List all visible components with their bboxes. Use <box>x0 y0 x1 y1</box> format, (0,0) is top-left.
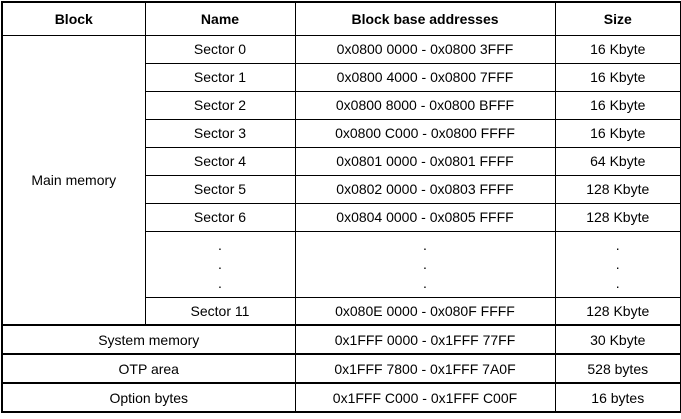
block-name-cell: OTP area <box>1 353 296 384</box>
block-addresses-cell: 0x1FFF 0000 - 0x1FFF 77FF <box>294 324 556 355</box>
sector-addresses-cell: 0x0800 C000 - 0x0800 FFFF <box>294 118 556 148</box>
table-header: Block Name Block base addresses Size <box>1 1 681 36</box>
block-addresses-cell: 0x1FFF 7800 - 0x1FFF 7A0F <box>294 353 556 384</box>
sector-name-cell: Sector 3 <box>144 118 296 148</box>
block-size-cell: 528 bytes <box>554 353 681 384</box>
sector-size-cell: 128 Kbyte <box>554 202 681 232</box>
block-name-cell: Option bytes <box>1 382 296 413</box>
ellipsis-addresses-cell: . . . <box>294 230 556 298</box>
sector-name-cell: Sector 4 <box>144 146 296 176</box>
sector-name-cell: Sector 0 <box>144 34 296 64</box>
sector-size-cell: 128 Kbyte <box>554 296 681 326</box>
column-header-block: Block <box>1 1 146 36</box>
sector-addresses-cell: 0x0802 0000 - 0x0803 FFFF <box>294 174 556 204</box>
block-addresses-cell: 0x1FFF C000 - 0x1FFF C00F <box>294 382 556 413</box>
sector-size-cell: 16 Kbyte <box>554 34 681 64</box>
ellipsis-size-cell: . . . <box>554 230 681 298</box>
sector-size-cell: 128 Kbyte <box>554 174 681 204</box>
main-memory-block-cell: Main memory <box>1 34 146 326</box>
ellipsis-name-cell: . . . <box>144 230 296 298</box>
sector-name-cell: Sector 6 <box>144 202 296 232</box>
sector-addresses-cell: 0x080E 0000 - 0x080F FFFF <box>294 296 556 326</box>
sector-addresses-cell: 0x0800 0000 - 0x0800 3FFF <box>294 34 556 64</box>
sector-name-cell: Sector 1 <box>144 62 296 92</box>
header-row: Block Name Block base addresses Size <box>1 1 681 36</box>
column-header-name: Name <box>144 1 296 36</box>
sector-size-cell: 16 Kbyte <box>554 118 681 148</box>
sector-name-cell: Sector 11 <box>144 296 296 326</box>
sector-addresses-cell: 0x0801 0000 - 0x0801 FFFF <box>294 146 556 176</box>
sector-size-cell: 16 Kbyte <box>554 90 681 120</box>
block-size-cell: 16 bytes <box>554 382 681 413</box>
column-header-addresses: Block base addresses <box>294 1 556 36</box>
sector-addresses-cell: 0x0804 0000 - 0x0805 FFFF <box>294 202 556 232</box>
block-size-cell: 30 Kbyte <box>554 324 681 355</box>
sector-name-cell: Sector 5 <box>144 174 296 204</box>
sector-addresses-cell: 0x0800 8000 - 0x0800 BFFF <box>294 90 556 120</box>
sector-size-cell: 16 Kbyte <box>554 62 681 92</box>
block-name-cell: System memory <box>1 324 296 355</box>
sector-size-cell: 64 Kbyte <box>554 146 681 176</box>
sector-addresses-cell: 0x0800 4000 - 0x0800 7FFF <box>294 62 556 92</box>
column-header-size: Size <box>554 1 681 36</box>
sector-name-cell: Sector 2 <box>144 90 296 120</box>
